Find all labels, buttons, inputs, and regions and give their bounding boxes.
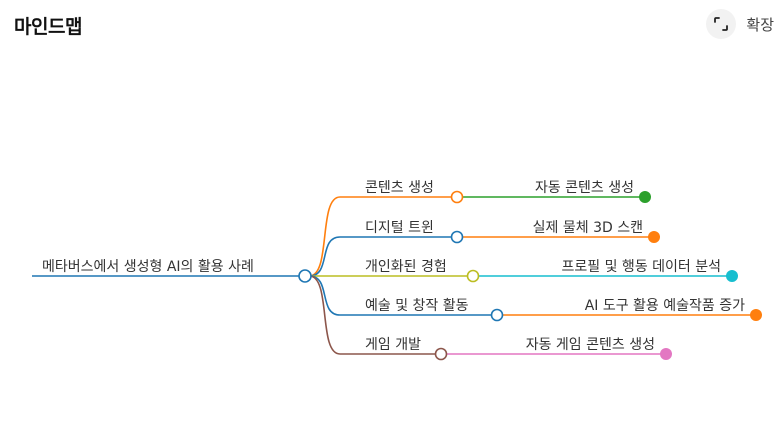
leaf-node-label: 자동 콘텐츠 생성 [535, 180, 634, 196]
page-title: 마인드맵 [14, 16, 82, 38]
header: 마인드맵 확장 [0, 0, 782, 50]
branch-node-toggle[interactable] [434, 347, 448, 361]
leaf-node-label: 자동 게임 콘텐츠 생성 [526, 337, 655, 353]
leaf-node-label: AI 도구 활용 예술작품 증가 [585, 298, 745, 314]
leaf-node-label: 실제 물체 3D 스캔 [533, 220, 643, 236]
branch-node-toggle[interactable] [490, 308, 504, 322]
branch-node-toggle[interactable] [466, 269, 480, 283]
branch-node-label: 디지털 트윈 [365, 220, 434, 236]
root-node-label: 메타버스에서 생성형 AI의 활용 사례 [42, 259, 254, 275]
branch-node-label: 콘텐츠 생성 [365, 180, 434, 196]
branch-node-label: 예술 및 창작 활동 [365, 298, 469, 314]
branch-node-toggle[interactable] [450, 230, 464, 244]
root-node-toggle[interactable] [298, 269, 312, 283]
branch-connector [309, 275, 341, 316]
branch-node-toggle[interactable] [450, 190, 464, 204]
branch-connector [309, 196, 341, 277]
leaf-node-label: 프로필 및 행동 데이터 분석 [562, 259, 721, 275]
leaf-node-dot [750, 309, 762, 321]
branch-connector [309, 275, 341, 355]
leaf-node-dot [648, 231, 660, 243]
expand-icon[interactable] [706, 9, 737, 39]
branch-connector [309, 236, 341, 277]
expand-button[interactable]: 확장 [706, 8, 774, 40]
mindmap-edges [32, 196, 756, 355]
branch-node-label: 개인화된 경험 [365, 259, 447, 275]
expand-label[interactable]: 확장 [746, 15, 774, 34]
leaf-node-dot [639, 191, 651, 203]
branch-node-label: 게임 개발 [365, 337, 421, 353]
leaf-node-dot [726, 270, 738, 282]
leaf-node-dot [660, 348, 672, 360]
